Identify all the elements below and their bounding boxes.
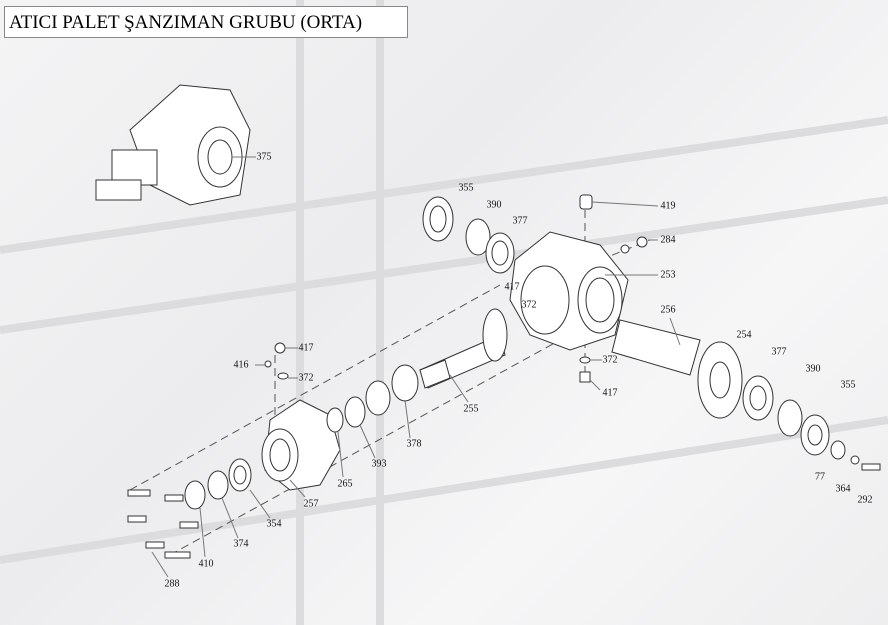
leader-lines <box>151 156 681 578</box>
output-shaft <box>611 319 881 471</box>
part-number-372[interactable]: 372 <box>521 299 537 311</box>
part-number-377[interactable]: 377 <box>771 346 787 358</box>
part-number-292[interactable]: 292 <box>857 494 873 506</box>
part-number-256[interactable]: 256 <box>660 304 676 316</box>
part-number-417[interactable]: 417 <box>504 281 520 293</box>
flange-assembly <box>127 342 451 559</box>
part-number-255[interactable]: 255 <box>463 403 479 415</box>
part-number-374[interactable]: 374 <box>233 538 249 550</box>
part-number-375[interactable]: 375 <box>256 151 272 163</box>
part-number-417[interactable]: 417 <box>602 387 618 399</box>
part-number-355[interactable]: 355 <box>840 379 856 391</box>
part-number-253[interactable]: 253 <box>660 269 676 281</box>
part-number-377[interactable]: 377 <box>512 215 528 227</box>
part-number-417[interactable]: 417 <box>298 342 314 354</box>
part-number-372[interactable]: 372 <box>602 354 618 366</box>
part-number-354[interactable]: 354 <box>266 518 282 530</box>
part-number-390[interactable]: 390 <box>805 363 821 375</box>
part-number-288[interactable]: 288 <box>164 578 180 590</box>
part-number-254[interactable]: 254 <box>736 329 752 341</box>
part-number-419[interactable]: 419 <box>660 200 676 212</box>
part-number-390[interactable]: 390 <box>486 199 502 211</box>
part-number-410[interactable]: 410 <box>198 558 214 570</box>
part-number-284[interactable]: 284 <box>660 234 676 246</box>
part-number-257[interactable]: 257 <box>303 498 319 510</box>
part-number-77[interactable]: 77 <box>815 471 825 483</box>
part-number-372[interactable]: 372 <box>298 372 314 384</box>
seals-top <box>422 194 648 383</box>
gearbox-housing <box>509 231 629 351</box>
part-number-355[interactable]: 355 <box>458 182 474 194</box>
gearbox-assembled <box>95 84 251 206</box>
part-number-393[interactable]: 393 <box>371 458 387 470</box>
part-number-364[interactable]: 364 <box>835 483 851 495</box>
diagram-title: ATICI PALET ŞANZIMAN GRUBU (ORTA) <box>4 6 408 38</box>
part-number-265[interactable]: 265 <box>337 478 353 490</box>
part-number-378[interactable]: 378 <box>406 438 422 450</box>
part-number-416[interactable]: 416 <box>233 359 249 371</box>
